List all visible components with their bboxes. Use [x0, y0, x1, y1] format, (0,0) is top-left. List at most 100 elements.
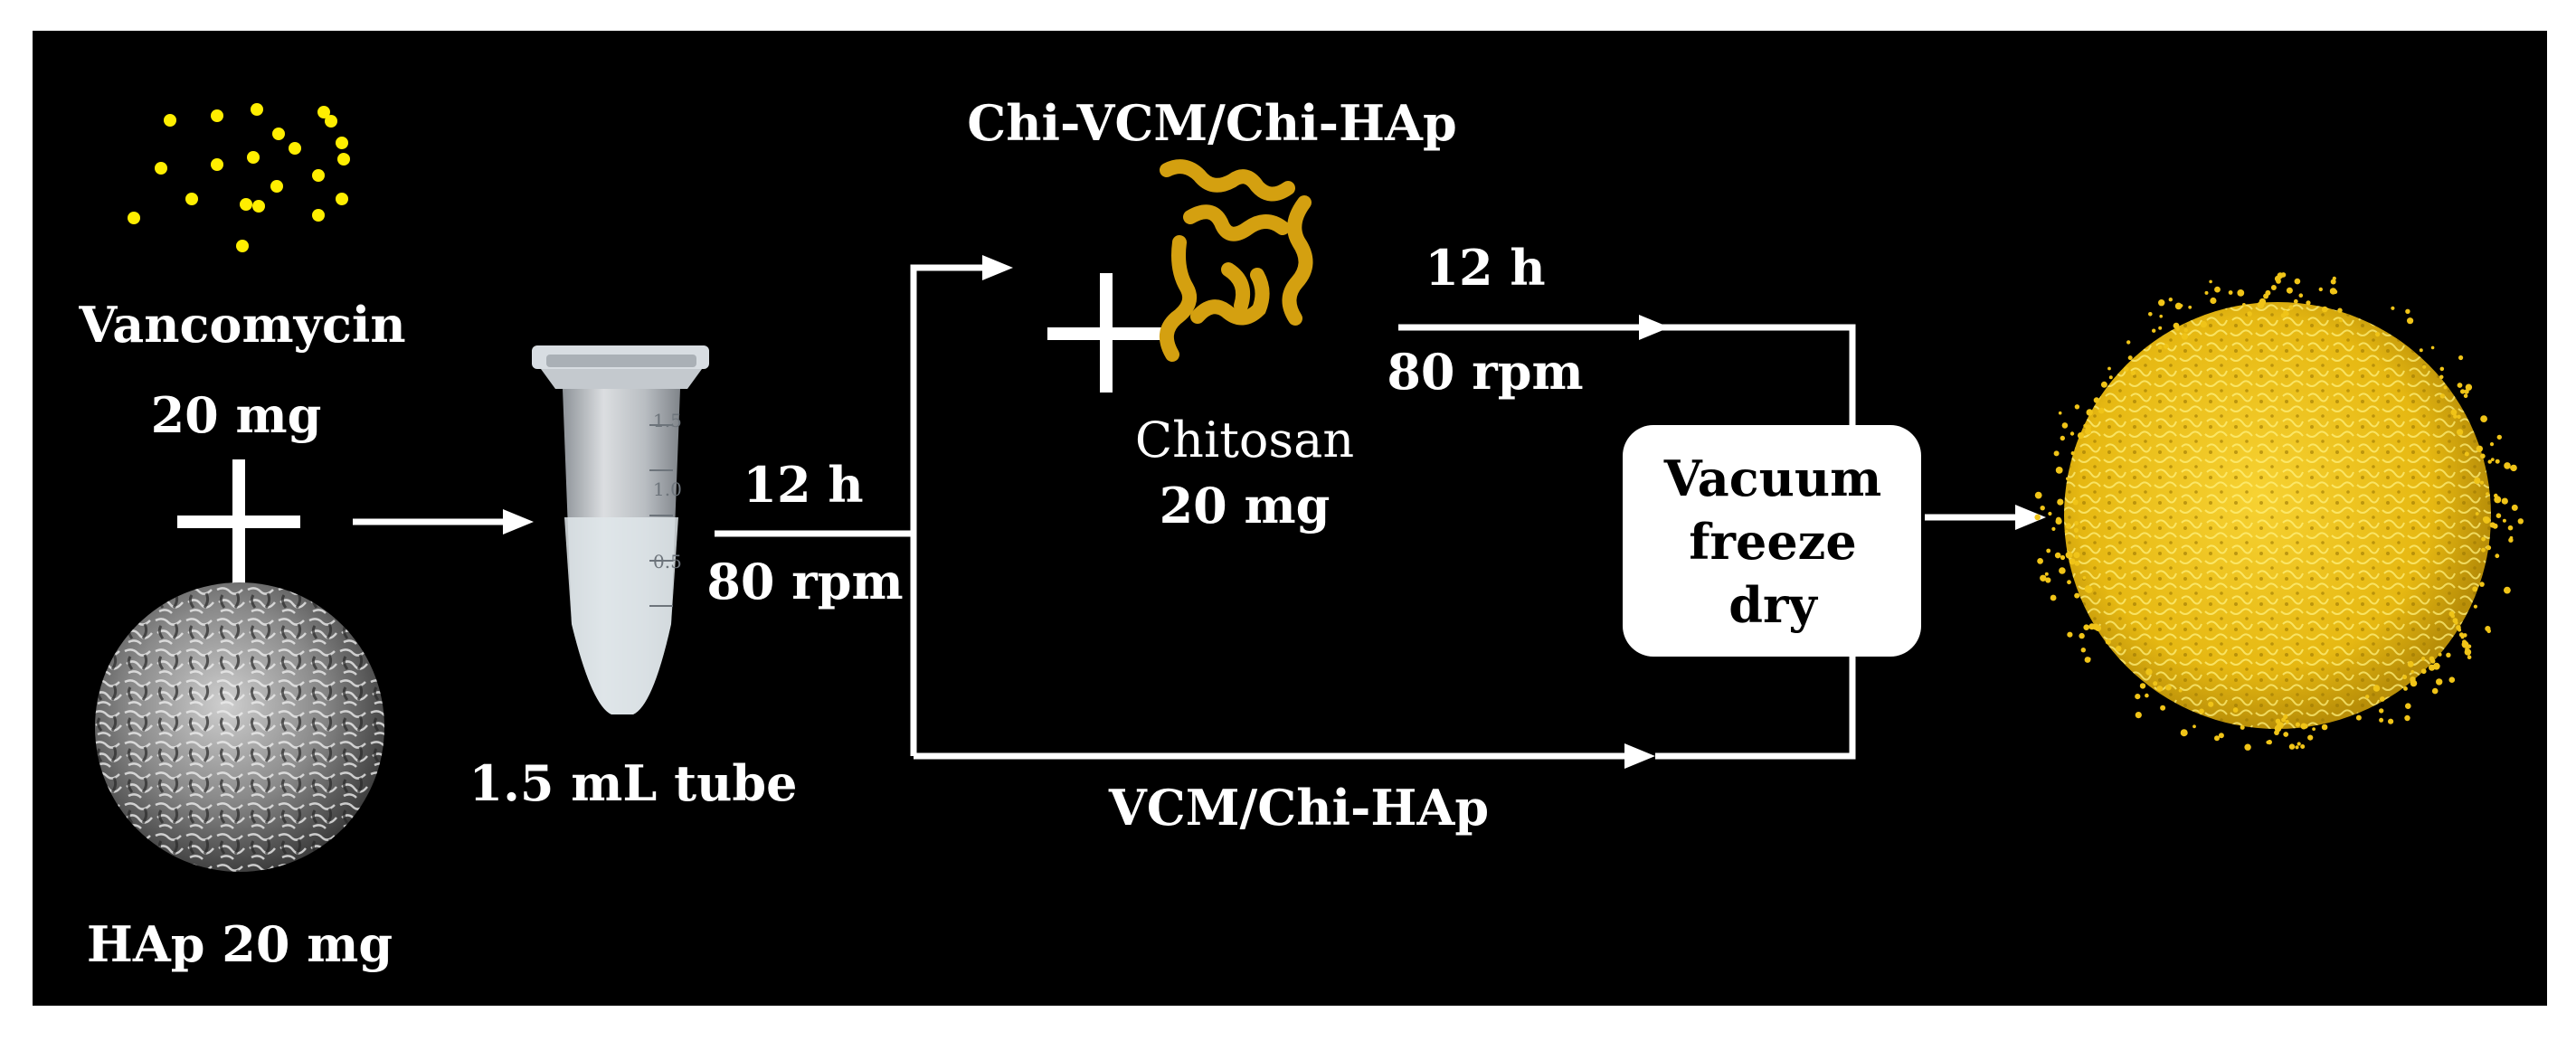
halo-dot: [2496, 434, 2502, 440]
halo-dot: [2306, 300, 2311, 306]
hap-sphere-icon: [95, 582, 384, 872]
halo-dot: [2474, 477, 2481, 485]
halo-dot: [2407, 317, 2414, 325]
halo-dot: [2277, 272, 2284, 279]
halo-dot: [2337, 307, 2343, 313]
halo-dot: [2464, 648, 2472, 656]
halo-dot: [2457, 383, 2463, 388]
halo-dot: [2404, 714, 2410, 722]
halo-dot: [2069, 431, 2075, 436]
halo-dot: [2457, 414, 2461, 419]
arrow-to-tube: [353, 509, 534, 534]
halo-dot: [2058, 411, 2062, 415]
halo-dot: [2436, 678, 2443, 686]
halo-dot: [2183, 328, 2188, 333]
halo-dot: [2145, 693, 2149, 698]
halo-dot: [2507, 525, 2514, 531]
halo-dot: [2159, 314, 2163, 318]
halo-dot: [2486, 629, 2491, 634]
halo-dot: [2127, 355, 2133, 361]
halo-dot: [2064, 530, 2069, 534]
halo-dot: [2429, 664, 2436, 671]
halo-dot: [2375, 332, 2381, 337]
arrow-head-step2: [1639, 315, 1670, 340]
halo-dot: [2214, 286, 2221, 293]
halo-dot: [2192, 724, 2196, 729]
halo-dot: [2458, 628, 2462, 632]
halo-dot: [2100, 381, 2107, 388]
halo-dot: [2330, 279, 2336, 285]
halo-dot: [2295, 745, 2299, 750]
halo-dot: [2453, 414, 2458, 419]
halo-dot: [2321, 724, 2328, 731]
halo-dot: [2116, 646, 2122, 652]
plus-icon-2: [1047, 273, 1165, 393]
halo-dot: [2124, 366, 2129, 372]
halo-dot: [2240, 724, 2245, 730]
halo-dot: [2173, 322, 2180, 329]
halo-dot: [2181, 333, 2189, 340]
halo-dot: [2204, 290, 2209, 295]
halo-dot: [2479, 582, 2485, 587]
halo-dot: [2061, 422, 2069, 429]
halo-dot: [2504, 586, 2511, 594]
halo-dot: [2380, 696, 2385, 702]
halo-dot: [2074, 521, 2079, 525]
halo-dot: [2065, 551, 2073, 559]
halo-dot: [2496, 513, 2502, 518]
halo-dot: [2283, 732, 2289, 737]
halo-dot: [2458, 355, 2464, 361]
halo-dot: [2446, 652, 2451, 657]
halo-dot: [2082, 576, 2087, 580]
halo-dot: [2281, 717, 2287, 723]
halo-dot: [2288, 305, 2294, 310]
halo-dot: [2422, 364, 2427, 369]
halo-dot: [2439, 393, 2446, 399]
step1-time-label: 12 h: [743, 456, 863, 514]
halo-dot: [2286, 287, 2293, 294]
halo-dot: [2180, 729, 2188, 737]
halo-dot: [2040, 506, 2045, 511]
halo-dot: [2490, 458, 2495, 461]
halo-dot: [2165, 684, 2172, 691]
hap-label: HAp 20 mg: [87, 915, 393, 973]
halo-dot: [2135, 712, 2142, 719]
halo-dot: [2244, 743, 2251, 751]
halo-dot: [2463, 633, 2467, 638]
chitosan-label: Chitosan: [1135, 411, 1354, 468]
halo-dot: [2045, 577, 2051, 583]
chitosan-strands-icon: [1160, 159, 1313, 362]
halo-dot: [2504, 462, 2511, 469]
halo-dot: [2153, 681, 2158, 686]
halo-dot: [2077, 432, 2085, 440]
halo-dot: [2074, 404, 2080, 410]
halo-dot: [2152, 328, 2156, 333]
halo-dot: [2464, 451, 2469, 457]
halo-dot: [2379, 708, 2384, 714]
halo-dot: [2511, 504, 2518, 511]
halo-dot: [2066, 477, 2069, 480]
microtube-icon: [532, 345, 709, 714]
halo-dot: [2158, 299, 2165, 307]
halo-dot: [2070, 451, 2075, 456]
halo-dot: [2228, 290, 2233, 295]
halo-dot: [2457, 429, 2464, 436]
arrow-head-upper: [982, 255, 1013, 280]
halo-dot: [2048, 511, 2052, 516]
halo-dot: [2492, 523, 2498, 529]
halo-dot: [2034, 491, 2042, 499]
halo-dot: [2040, 574, 2047, 582]
halo-dot: [2486, 545, 2492, 551]
halo-dot: [2164, 344, 2169, 349]
halo-dot: [2430, 658, 2436, 664]
halo-dot: [2293, 298, 2298, 304]
halo-dot: [2088, 623, 2096, 630]
halo-dot: [2298, 293, 2304, 298]
halo-dot: [2285, 720, 2289, 724]
halo-dot: [2439, 366, 2445, 372]
halo-dot: [2420, 668, 2427, 675]
halo-dot: [2431, 687, 2439, 695]
step1-speed-label: 80 rpm: [706, 553, 903, 610]
halo-dot: [2439, 374, 2444, 380]
